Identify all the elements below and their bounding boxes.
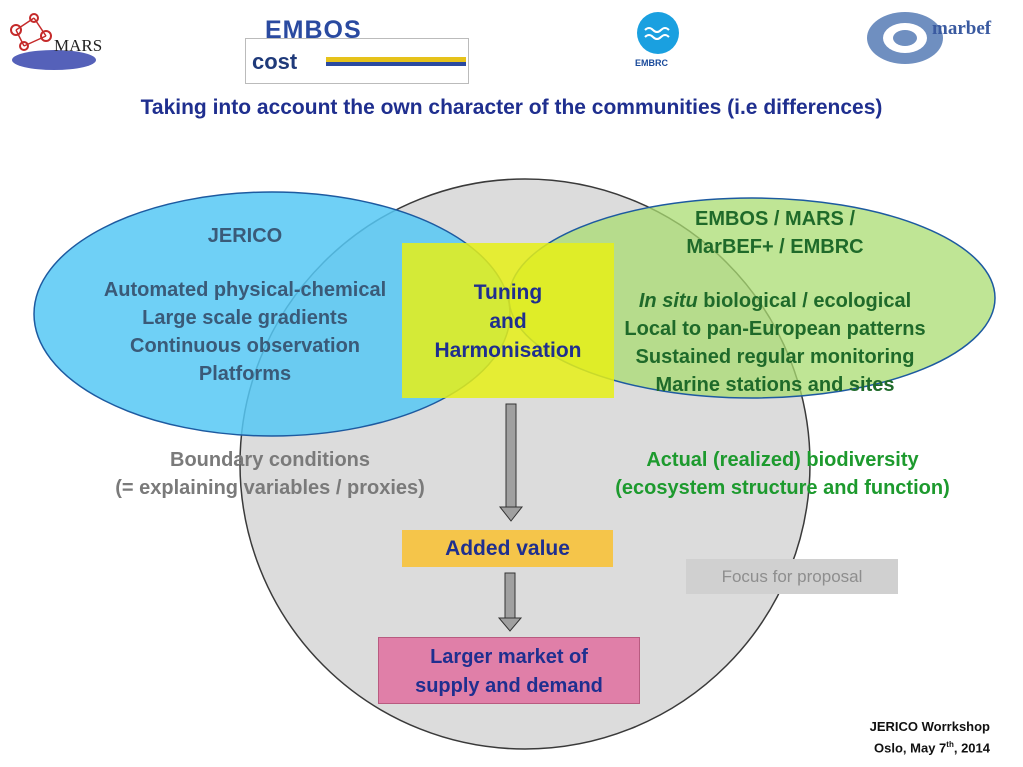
- mars-logo: MARS: [4, 10, 114, 74]
- cost-logo-text: cost: [252, 49, 298, 74]
- jerico-line: Platforms: [198, 363, 292, 385]
- market-line: Larger market of: [430, 646, 588, 668]
- tuning-text: Tuning and Harmonisation: [402, 278, 614, 365]
- marbef-logo-text: marbef: [932, 18, 992, 39]
- boundary-conditions-text: Boundary conditions (= explaining variab…: [60, 446, 480, 502]
- embos-logo: EMBOS cost: [245, 14, 469, 84]
- focus-for-proposal-label: Focus for proposal: [686, 559, 898, 594]
- marbef-logo: marbef: [860, 8, 1020, 68]
- actual-line: (ecosystem structure and function): [615, 477, 950, 499]
- cost-banner: cost: [245, 38, 469, 84]
- mars-logo-text: MARS: [54, 36, 103, 55]
- slide-title: Taking into account the own character of…: [140, 96, 883, 119]
- embos-heading-2: MarBEF+ / EMBRC: [686, 236, 864, 258]
- in-situ-rest: biological / ecological: [697, 290, 912, 312]
- jerico-line: Continuous observation: [130, 335, 360, 357]
- tuning-box: [402, 243, 614, 398]
- arrow-down-2: [497, 572, 523, 632]
- footer-line-1: JERICO Worrkshop: [869, 719, 990, 734]
- embos-text-block: EMBOS / MARS / MarBEF+ / EMBRC In situ b…: [560, 205, 990, 399]
- jerico-heading: JERICO: [207, 225, 283, 247]
- embos-line: Local to pan-European patterns: [624, 318, 926, 340]
- footer-date-pre: Oslo, May 7: [874, 740, 947, 756]
- footer-line-2: Oslo, May 7th, 2014: [790, 736, 990, 757]
- arrow-down-1: [498, 403, 524, 522]
- tuning-line: and: [489, 310, 527, 333]
- larger-market-box: Larger market of supply and demand: [378, 637, 640, 704]
- actual-biodiversity-text: Actual (realized) biodiversity (ecosyste…: [560, 446, 1005, 502]
- jerico-line: Automated physical-chemical: [103, 279, 387, 301]
- embos-line: Marine stations and sites: [655, 374, 895, 396]
- tuning-line: Tuning: [473, 281, 543, 304]
- footer-date-sup: th: [946, 740, 954, 749]
- boundary-line: Boundary conditions: [170, 449, 370, 471]
- actual-line: Actual (realized) biodiversity: [646, 449, 919, 471]
- footer: JERICO Worrkshop Oslo, May 7th, 2014: [790, 718, 990, 757]
- boundary-line: (= explaining variables / proxies): [115, 477, 425, 499]
- jerico-line: Large scale gradients: [142, 307, 348, 329]
- jerico-text-block: JERICO Automated physical-chemical Large…: [40, 222, 450, 388]
- embrc-logo: EMBRC: [635, 10, 681, 70]
- embos-line-in-situ: In situ biological / ecological: [560, 287, 990, 315]
- in-situ-italic: In situ: [638, 290, 698, 312]
- added-value-box: Added value: [402, 530, 613, 567]
- tuning-line: Harmonisation: [434, 339, 582, 362]
- embos-line: Sustained regular monitoring: [635, 346, 915, 368]
- embos-heading-1: EMBOS / MARS /: [694, 208, 855, 230]
- footer-date-post: , 2014: [953, 740, 990, 756]
- market-line: supply and demand: [415, 675, 603, 697]
- embrc-logo-text: EMBRC: [635, 58, 668, 68]
